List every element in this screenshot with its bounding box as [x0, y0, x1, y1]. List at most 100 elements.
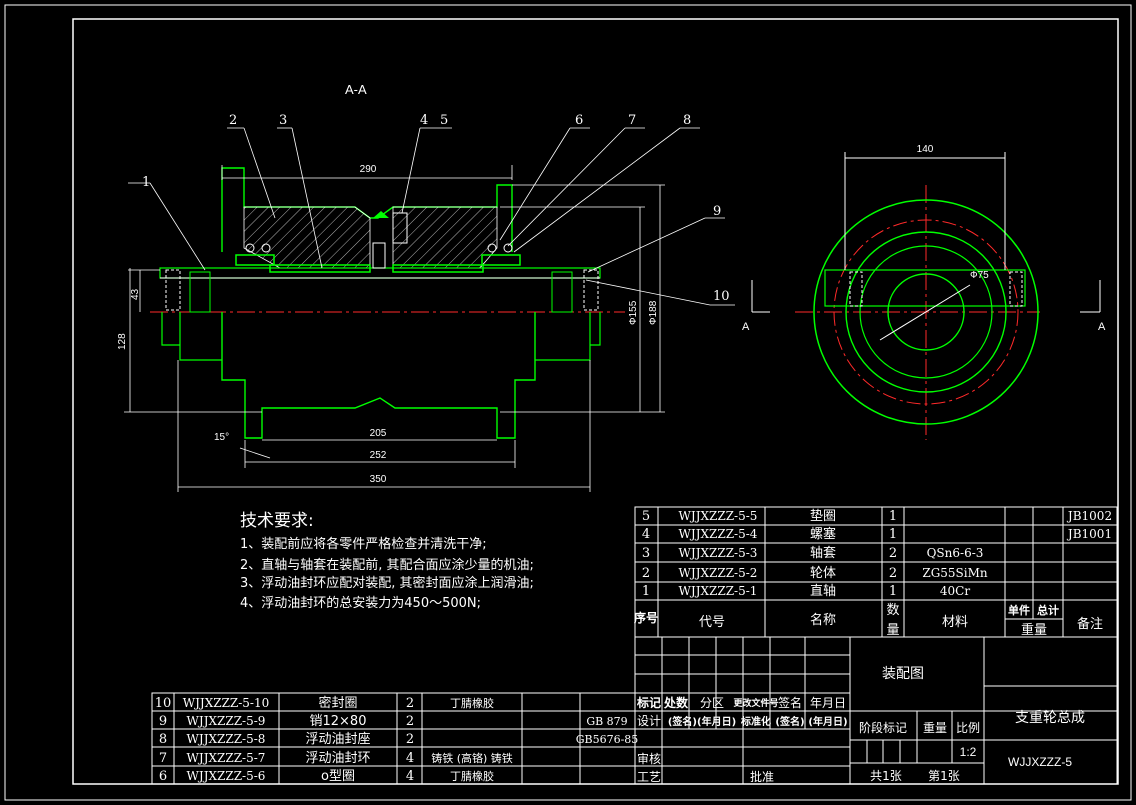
- bom-lower-material: 铸铁 (高铬) 铸铁: [431, 751, 513, 765]
- shaft-circle: [887, 273, 965, 351]
- bom-header-no: 序号: [634, 610, 658, 625]
- bom-header-weight: 重量: [1021, 622, 1047, 638]
- bom-lower-std: GB 879: [586, 715, 627, 728]
- bom-lower-no: 10: [155, 696, 172, 711]
- tb-sheet-no: 第1张: [928, 769, 960, 783]
- end-view: Ф75 140 A: [795, 144, 1106, 440]
- outer-rim: [813, 199, 1039, 425]
- bom-lower-name: 浮动油封座: [305, 732, 370, 747]
- bom-upper-code: WJJXZZZ-5-4: [679, 527, 758, 541]
- tb-sheets: 共1张: [870, 769, 902, 783]
- dim-angle: 15°: [214, 432, 229, 443]
- bom-upper-material: ZG55SiMn: [922, 566, 988, 580]
- plug: [392, 212, 408, 244]
- bom-lower-code: WJJXZZZ-5-6: [187, 769, 266, 783]
- note-line-1: 1、装配前应将各零件严格检查并清洗干净;: [240, 536, 487, 552]
- bom-upper-qty: 2: [889, 546, 897, 561]
- bom-lower-name: o型圈: [321, 769, 355, 784]
- tb-sign-date: (签名)(年月日): [668, 715, 736, 728]
- dim-43: 43: [130, 288, 141, 300]
- bushing-right: [392, 264, 484, 273]
- tb-approve: 批准: [750, 769, 774, 784]
- dim-188: Ф188: [648, 300, 659, 325]
- seal-left: [235, 243, 275, 266]
- balloon-1: 1: [142, 175, 150, 190]
- bom-upper-qty: 1: [889, 584, 897, 599]
- balloon-9: 9: [713, 204, 721, 219]
- balloon-5: 5: [440, 113, 448, 128]
- wheel-body-right-hatch: [392, 206, 498, 269]
- dim-140: 140: [917, 144, 934, 155]
- note-line-3: 3、浮动油封环应配对装配, 其密封面应涂上润滑油;: [240, 575, 534, 591]
- end-pin-right: [1009, 271, 1023, 307]
- dim-350: 350: [370, 474, 387, 485]
- dim-128: 128: [117, 333, 128, 350]
- balloon-2: 2: [229, 113, 237, 128]
- end-collar-left: [189, 271, 211, 313]
- bom-lower-std: GB5676-85: [576, 733, 639, 746]
- bom-lower-qty: 2: [406, 714, 414, 729]
- dim-75: Ф75: [970, 270, 989, 281]
- bom-lower-qty: 2: [406, 732, 414, 747]
- bom-header-total: 总计: [1037, 603, 1059, 617]
- tb-sign2: (签名): [775, 715, 804, 728]
- bom-header-name: 名称: [810, 612, 836, 628]
- dim-155: Ф155: [628, 300, 639, 325]
- cut-mark-right: A: [1098, 321, 1106, 333]
- bom-lower-no: 8: [159, 732, 167, 747]
- bom-header-remark: 备注: [1077, 616, 1103, 632]
- tb-change-doc: 更改文件号: [733, 697, 778, 709]
- tb-zone: 分区: [700, 696, 724, 710]
- notes-title: 技术要求:: [240, 511, 314, 531]
- shaft-ends: [161, 312, 601, 346]
- bom-lower-no: 7: [159, 751, 167, 766]
- tb-stage: 阶段标记: [859, 720, 907, 735]
- bom-upper-grid: [634, 506, 1118, 638]
- dim-290: 290: [360, 164, 377, 175]
- bom-lower-code: WJJXZZZ-5-9: [187, 714, 266, 728]
- bom-upper-code: WJJXZZZ-5-2: [679, 566, 758, 580]
- wheel-body-left-hatch: [243, 206, 371, 269]
- seal-right: [481, 243, 521, 266]
- note-line-4: 4、浮动油封环的总安装力为450～500N;: [240, 595, 481, 611]
- bom-lower-name: 销12×80: [310, 714, 367, 729]
- wheel-lower-outline: [221, 312, 536, 439]
- tb-scale: 比例: [956, 721, 980, 735]
- balloon-3: 3: [279, 113, 287, 128]
- dimension-lines: [124, 165, 665, 492]
- tb-date: 年月日: [810, 696, 846, 710]
- bom-header-qty1: 数: [886, 603, 899, 618]
- tb-scale-value: 1:2: [960, 745, 977, 759]
- end-plate: [824, 269, 1026, 307]
- bom-upper-code: WJJXZZZ-5-5: [679, 509, 758, 523]
- tb-mark: 标记: [636, 695, 661, 710]
- bom-header-material: 材料: [942, 615, 968, 630]
- bom-lower-name: 密封圈: [318, 695, 357, 711]
- bom-upper-qty: 1: [889, 509, 897, 524]
- bom-upper-qty: 2: [889, 566, 897, 581]
- bom-lower-code: WJJXZZZ-5-7: [187, 751, 266, 765]
- pitch-circle: [833, 219, 1019, 405]
- pin-left: [165, 269, 181, 311]
- bom-upper-no: 2: [642, 566, 650, 581]
- bom-upper-no: 4: [642, 527, 650, 542]
- bom-lower-code: WJJXZZZ-5-10: [183, 696, 270, 710]
- bom-upper-no: 3: [642, 546, 650, 561]
- bom-upper-name: 直轴: [810, 584, 836, 599]
- inner-frame: [72, 18, 1119, 785]
- bom-upper-name: 轴套: [810, 545, 836, 561]
- bom-upper-remark: JB1002: [1066, 509, 1112, 523]
- tb-sign: 签名: [778, 695, 802, 710]
- bom-upper-name: 轮体: [810, 566, 836, 581]
- bom-upper-qty: 1: [889, 527, 897, 542]
- shaft-upper: [159, 267, 601, 279]
- bom-lower-no: 9: [159, 714, 167, 729]
- bom-lower-rows: 10 WJJXZZZ-5-10 密封圈 2 丁腈橡胶 9 WJJXZZZ-5-9 销12×80…: [155, 695, 639, 784]
- pin-right: [583, 269, 599, 311]
- bom-lower-material: 丁腈橡胶: [450, 696, 494, 710]
- balloon-10: 10: [713, 289, 730, 304]
- bom-upper-code: WJJXZZZ-5-3: [679, 546, 758, 560]
- tb-count: 处数: [663, 695, 689, 710]
